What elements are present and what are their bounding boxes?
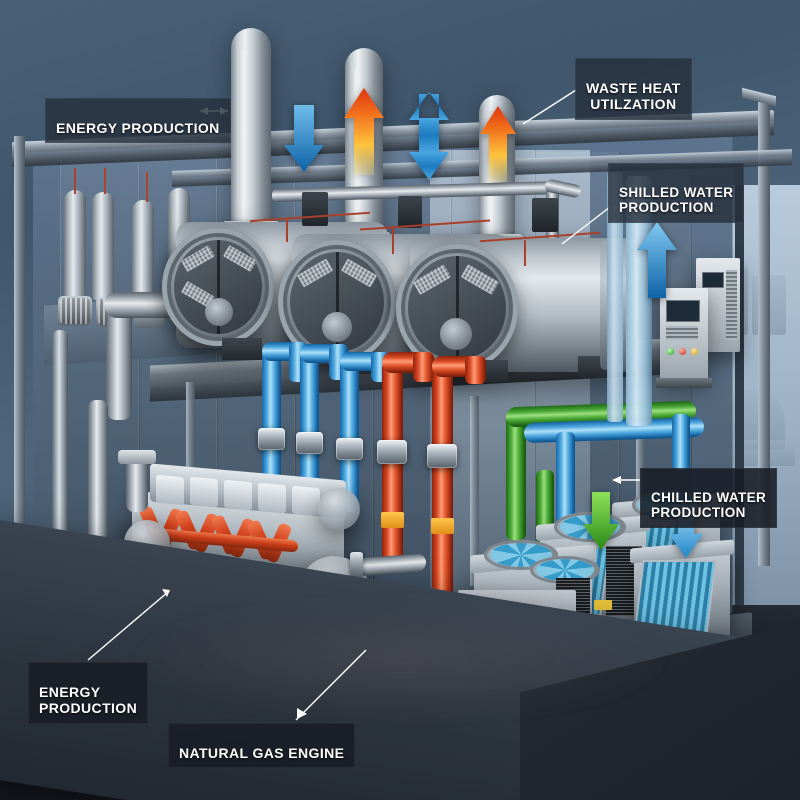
pipe-marker-band <box>431 518 454 534</box>
frame-column-left <box>14 136 25 636</box>
red-pipe-riser-2 <box>432 366 453 602</box>
boiler-leg <box>222 338 262 360</box>
panel-vent <box>666 326 698 340</box>
callout-text: ENERGY PRODUCTION <box>39 684 138 717</box>
deck-support-column <box>470 396 479 586</box>
vessel-2 <box>92 192 114 300</box>
main-steel-riser <box>106 300 132 420</box>
chilled-water-column-2 <box>607 172 623 422</box>
red-pipe-up-1 <box>413 352 434 382</box>
valve-cover <box>156 474 184 506</box>
valve-cover <box>292 485 320 517</box>
led-green <box>667 348 674 355</box>
panel-vent <box>726 270 737 340</box>
vessel-3 <box>132 200 154 300</box>
valve-cover <box>258 482 286 514</box>
junction-box <box>398 196 422 228</box>
door-split <box>336 252 339 352</box>
callout-shilled-water-production: SHILLED WATER PRODUCTION <box>608 163 745 223</box>
pipe-coupling <box>427 444 457 468</box>
green-pipe-riser <box>506 412 526 540</box>
boiler-door-hub <box>205 298 233 326</box>
callout-energy-production-top: ENERGY PRODUCTION <box>45 98 231 144</box>
service-line <box>74 168 76 194</box>
vessel-1 <box>64 190 86 300</box>
blue-pipe-riser-1 <box>262 350 281 500</box>
callout-text: CHILLED WATER PRODUCTION <box>651 489 767 521</box>
stack-highlight <box>486 115 491 233</box>
exhaust-stack-1 <box>231 28 271 228</box>
pipe-coupling <box>258 428 285 450</box>
panel-display-main <box>666 300 700 322</box>
boiler-door-hub <box>322 312 352 342</box>
pipe-flange <box>350 552 363 578</box>
callout-chilled-water-production: CHILLED WATER PRODUCTION <box>640 468 778 528</box>
blue-pipe-chiller-drop-2 <box>672 414 690 470</box>
steel-downcomer-left-2 <box>52 330 68 585</box>
callout-text: ENERGY PRODUCTION <box>56 120 220 137</box>
red-pipe-up-2 <box>465 356 486 384</box>
service-line <box>146 172 148 202</box>
callout-energy-production-bottom: ENERGY PRODUCTION <box>28 662 149 724</box>
blue-pipe-riser-2 <box>300 352 319 504</box>
control-tubing <box>286 218 288 242</box>
window-mullion <box>735 185 744 605</box>
led-amber <box>691 348 698 355</box>
valve-cover <box>190 476 218 508</box>
chiller-warning-label <box>594 600 612 610</box>
callout-text: SHILLED WATER PRODUCTION <box>619 184 734 216</box>
frame-column-right <box>758 96 770 566</box>
control-tubing <box>392 228 394 254</box>
panel-plinth <box>656 378 712 388</box>
pipe-marker-band <box>381 512 404 528</box>
stack-highlight <box>353 70 358 230</box>
callout-text: WASTE HEAT UTILZATION <box>586 80 681 113</box>
junction-box <box>302 192 328 226</box>
callout-waste-heat-utilization: WASTE HEAT UTILZATION <box>575 58 692 120</box>
engine-pulley <box>318 488 360 530</box>
led-red <box>679 348 686 355</box>
door-split <box>217 240 220 334</box>
junction-box <box>532 198 558 232</box>
air-filter-cap <box>118 450 156 464</box>
panel-display-secondary <box>702 272 724 288</box>
chiller-fan-blades <box>536 559 594 581</box>
control-tubing <box>524 240 526 266</box>
door-split <box>456 256 459 360</box>
pipe-coupling <box>336 438 363 460</box>
engine-air-intake <box>126 458 148 512</box>
boiler-door-hub <box>440 318 472 350</box>
pipe-coupling <box>377 440 407 464</box>
callout-text: NATURAL GAS ENGINE <box>179 745 345 762</box>
exhaust-stack-3 <box>479 95 515 240</box>
stack-highlight <box>240 50 245 220</box>
service-line <box>104 168 106 194</box>
blue-pipe-riser-3 <box>340 360 359 512</box>
valve-cover <box>224 479 252 511</box>
pipe-coupling <box>296 432 323 454</box>
chiller-fan-blades <box>560 515 620 539</box>
hx-ribs <box>60 298 90 324</box>
callout-natural-gas-engine: NATURAL GAS ENGINE <box>168 723 356 769</box>
floor-reflection <box>120 600 680 720</box>
exhaust-stack-2 <box>345 48 383 238</box>
heat-exchanger-1 <box>58 296 92 326</box>
